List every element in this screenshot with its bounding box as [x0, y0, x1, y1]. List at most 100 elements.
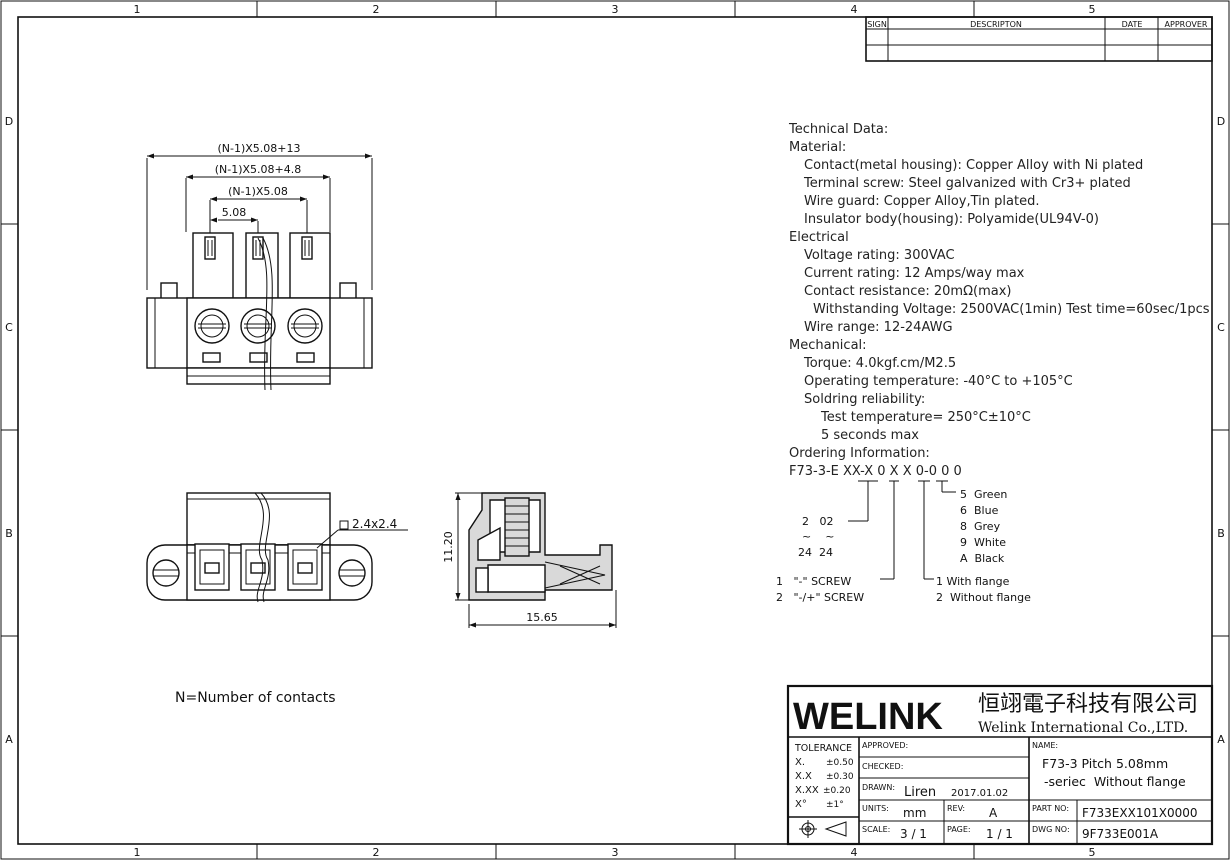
rev-value: A	[989, 806, 998, 820]
dwg-no-value: 9F733E001A	[1082, 827, 1159, 841]
ordering-screw-option: 2 "-/+" SCREW	[776, 591, 864, 604]
drawn-date: 2017.01.02	[951, 788, 1008, 799]
ordering-ways-to: 24 24	[798, 546, 833, 559]
col-label-top-5: 5	[1089, 3, 1096, 16]
units-value: mm	[903, 806, 926, 820]
col-label-bottom-4: 4	[851, 846, 858, 859]
tolerance-key: X.	[795, 757, 805, 768]
spec-line: Torque: 4.0kgf.cm/M2.5	[803, 356, 956, 371]
rev-header-description: DESCRIPTON	[970, 20, 1022, 29]
dim-inner-width: (N-1)X5.08+4.8	[215, 163, 302, 176]
ordering-flange-option: 1 With flange	[936, 575, 1010, 588]
spec-line: Operating temperature: -40°C to +105°C	[804, 374, 1073, 389]
rev-label: REV:	[947, 804, 965, 813]
page-value: 1 / 1	[986, 827, 1013, 841]
scale-value: 3 / 1	[900, 827, 927, 841]
revision-table	[865, 16, 1213, 62]
col-label-top-1: 1	[134, 3, 141, 16]
ordering-code: F73-3-E XX-X 0 X X 0-0 0 0	[789, 464, 962, 479]
dim-pitch-total: (N-1)X5.08	[228, 185, 288, 198]
ordering-diagram	[848, 480, 956, 580]
dwg-no-label: DWG NO:	[1032, 825, 1070, 834]
page-label: PAGE:	[947, 825, 971, 834]
rev-header-date: DATE	[1122, 20, 1143, 29]
col-label-bottom-1: 1	[134, 846, 141, 859]
spec-line: Material:	[789, 140, 846, 155]
dim-pitch: 5.08	[222, 206, 247, 219]
ordering-ways-tilde: ~ ~	[802, 530, 834, 543]
spec-line: Voltage rating: 300VAC	[804, 248, 955, 263]
row-label-left-a: A	[5, 733, 13, 746]
row-label-left-c: C	[5, 321, 13, 334]
part-no-value: F733EXX101X0000	[1082, 806, 1198, 820]
spec-line: Technical Data:	[788, 122, 888, 137]
ordering-color-option: 8 Grey	[960, 520, 1001, 533]
top-view	[146, 492, 408, 603]
rev-header-sign: SIGN	[867, 20, 887, 29]
tolerance-key: X.X	[795, 771, 812, 782]
side-height-label: 11.20	[442, 531, 455, 563]
front-view	[146, 153, 373, 391]
col-label-top-3: 3	[612, 3, 619, 16]
ordering-flange-option: 2 Without flange	[936, 591, 1031, 604]
row-label-right-c: C	[1217, 321, 1225, 334]
title-block	[786, 684, 1214, 846]
part-no-label: PART NO:	[1032, 804, 1069, 813]
spec-line: 5 seconds max	[821, 428, 919, 443]
checked-label: CHECKED:	[862, 762, 903, 771]
col-label-top-4: 4	[851, 3, 858, 16]
row-label-right-d: D	[1217, 115, 1225, 128]
col-label-bottom-3: 3	[612, 846, 619, 859]
row-label-left-b: B	[5, 527, 13, 540]
ordering-color-option: 6 Blue	[960, 504, 999, 517]
spec-line: Wire range: 12-24AWG	[804, 320, 953, 335]
tolerance-key: X.XX	[795, 785, 819, 796]
col-label-bottom-5: 5	[1089, 846, 1096, 859]
spec-line: Contact(metal housing): Copper Alloy wit…	[804, 158, 1143, 173]
spec-line: Contact resistance: 20mΩ(max)	[804, 284, 1012, 299]
spec-line: Electrical	[789, 230, 849, 245]
row-label-left-d: D	[5, 115, 13, 128]
rev-header-approver: APPROVER	[1165, 20, 1208, 29]
spec-line: Mechanical:	[789, 338, 867, 353]
part-name-line2: -seriec Without flange	[1044, 774, 1186, 789]
scale-label: SCALE:	[862, 825, 890, 834]
row-label-right-a: A	[1217, 733, 1225, 746]
ordering-color-option: A Black	[960, 552, 1005, 565]
side-length-label: 15.65	[526, 611, 558, 624]
spec-line: Test temperature= 250°C±10°C	[820, 410, 1031, 425]
technical-specs: Technical Data: Material: Contact(metal …	[788, 122, 1210, 461]
tolerance-value: ±0.50	[826, 758, 854, 768]
ordering-ways-from: 2 02	[802, 515, 834, 528]
company-name-cn: 恒翊電子科技有限公司	[978, 692, 1198, 717]
spec-line: Ordering Information:	[789, 446, 930, 461]
side-view	[455, 492, 617, 628]
contacts-note: N=Number of contacts	[175, 690, 336, 706]
company-name-en: Welink International Co.,LTD.	[978, 720, 1188, 736]
ordering-screw-option: 1 "-" SCREW	[776, 575, 851, 588]
spec-line: Current rating: 12 Amps/way max	[804, 266, 1025, 281]
tolerance-value: ±0.20	[823, 786, 851, 796]
ordering-color-option: 5 Green	[960, 488, 1007, 501]
spec-line: Terminal screw: Steel galvanized with Cr…	[803, 176, 1131, 191]
tolerance-value: ±0.30	[826, 772, 854, 782]
drawn-label: DRAWN:	[862, 783, 895, 792]
part-name-line1: F73-3 Pitch 5.08mm	[1042, 756, 1168, 771]
dim-overall-width: (N-1)X5.08+13	[217, 142, 300, 155]
tolerance-key: X°	[795, 799, 807, 810]
pin-size-label: 2.4x2.4	[352, 517, 397, 531]
row-label-right-b: B	[1217, 527, 1225, 540]
spec-line: Withstanding Voltage: 2500VAC(1min) Test…	[813, 302, 1210, 317]
spec-line: Wire guard: Copper Alloy,Tin plated.	[804, 194, 1039, 209]
tolerance-value: ±1°	[826, 800, 844, 810]
approved-label: APPROVED:	[862, 741, 908, 750]
tolerance-label: TOLERANCE	[794, 743, 852, 754]
name-label: NAME:	[1032, 741, 1058, 750]
drawn-by: Liren	[904, 785, 936, 800]
spec-line: Insulator body(housing): Polyamide(UL94V…	[804, 212, 1099, 227]
col-label-bottom-2: 2	[373, 846, 380, 859]
ordering-color-option: 9 White	[960, 536, 1006, 549]
col-label-top-2: 2	[373, 3, 380, 16]
